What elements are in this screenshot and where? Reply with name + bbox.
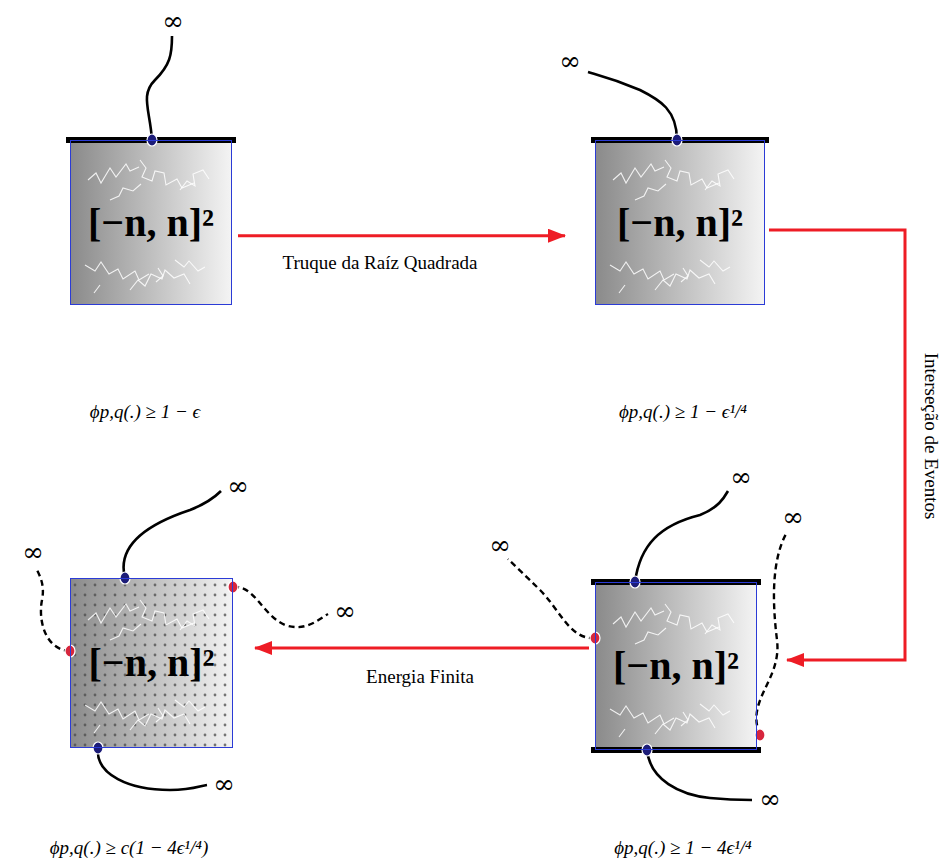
step-label: Truque da Raíz Quadrada — [279, 252, 480, 275]
infinity-label: ∞ — [559, 47, 581, 77]
boundary-point — [120, 572, 130, 584]
dashed-crossing-path — [508, 559, 595, 638]
crossing-path — [647, 750, 752, 800]
region-fill — [595, 140, 765, 305]
region-fill — [595, 582, 757, 750]
dashed-crossing-path — [36, 568, 70, 651]
boundary-point — [590, 632, 600, 644]
dot-grid — [70, 578, 233, 748]
infinity-label: ∞ — [782, 503, 804, 533]
region-box: [−n, n]² — [70, 578, 233, 748]
crossing-path — [147, 36, 172, 140]
boundary-point — [630, 576, 640, 588]
infinity-label: ∞ — [759, 785, 781, 815]
probability-bound: ϕp,q(.) ≥ 1 − ϵ¹/⁴ — [619, 401, 747, 423]
infinity-label: ∞ — [227, 472, 249, 502]
infinity-label: ∞ — [730, 463, 752, 493]
boundary-bar — [591, 579, 761, 585]
cluster-scribble — [85, 600, 209, 733]
flow-arrow — [769, 230, 905, 660]
probability-bound: ϕp,q(.) ≥ 1 − ϵ — [90, 401, 200, 423]
cluster-scribble — [610, 160, 734, 293]
cluster-scribble — [610, 604, 734, 737]
region-label: [−n, n]² — [617, 201, 743, 245]
infinity-label: ∞ — [162, 7, 184, 37]
infinity-label: ∞ — [334, 597, 356, 627]
dashed-crossing-path — [756, 534, 786, 735]
probability-bound: ϕp,q(.) ≥ 1 − 4ϵ¹/⁴ — [614, 837, 751, 859]
region-box: [−n, n]² — [595, 582, 757, 750]
region-label: [−n, n]² — [88, 201, 214, 245]
crossing-path — [588, 72, 677, 140]
flow-arrow — [255, 647, 589, 650]
infinity-label: ∞ — [213, 770, 235, 800]
boundary-bar — [591, 747, 761, 753]
flow-arrow — [238, 234, 565, 237]
region-fill — [70, 578, 233, 748]
region-fill — [70, 140, 232, 305]
boundary-point — [147, 134, 157, 146]
boundary-point — [93, 742, 103, 754]
region-label: [−n, n]² — [89, 641, 215, 685]
boundary-point — [65, 645, 75, 657]
infinity-label: ∞ — [489, 531, 511, 561]
boundary-point — [672, 134, 682, 146]
infinity-label: ∞ — [22, 538, 44, 568]
crossing-path — [124, 491, 221, 578]
boundary-point — [755, 729, 765, 741]
step-label: Interseção de Eventos — [920, 350, 943, 523]
cluster-scribble — [85, 160, 209, 293]
region-label: [−n, n]² — [613, 644, 739, 688]
region-box: [−n, n]² — [70, 140, 232, 305]
crossing-path — [98, 748, 207, 790]
probability-bound: ϕp,q(.) ≥ c(1 − 4ϵ¹/⁴) — [50, 837, 209, 859]
boundary-point — [228, 581, 238, 593]
dashed-crossing-path — [233, 587, 328, 627]
boundary-point — [642, 744, 652, 756]
step-label: Energia Finita — [363, 666, 477, 689]
region-box: [−n, n]² — [595, 140, 765, 305]
crossing-path — [635, 491, 728, 582]
